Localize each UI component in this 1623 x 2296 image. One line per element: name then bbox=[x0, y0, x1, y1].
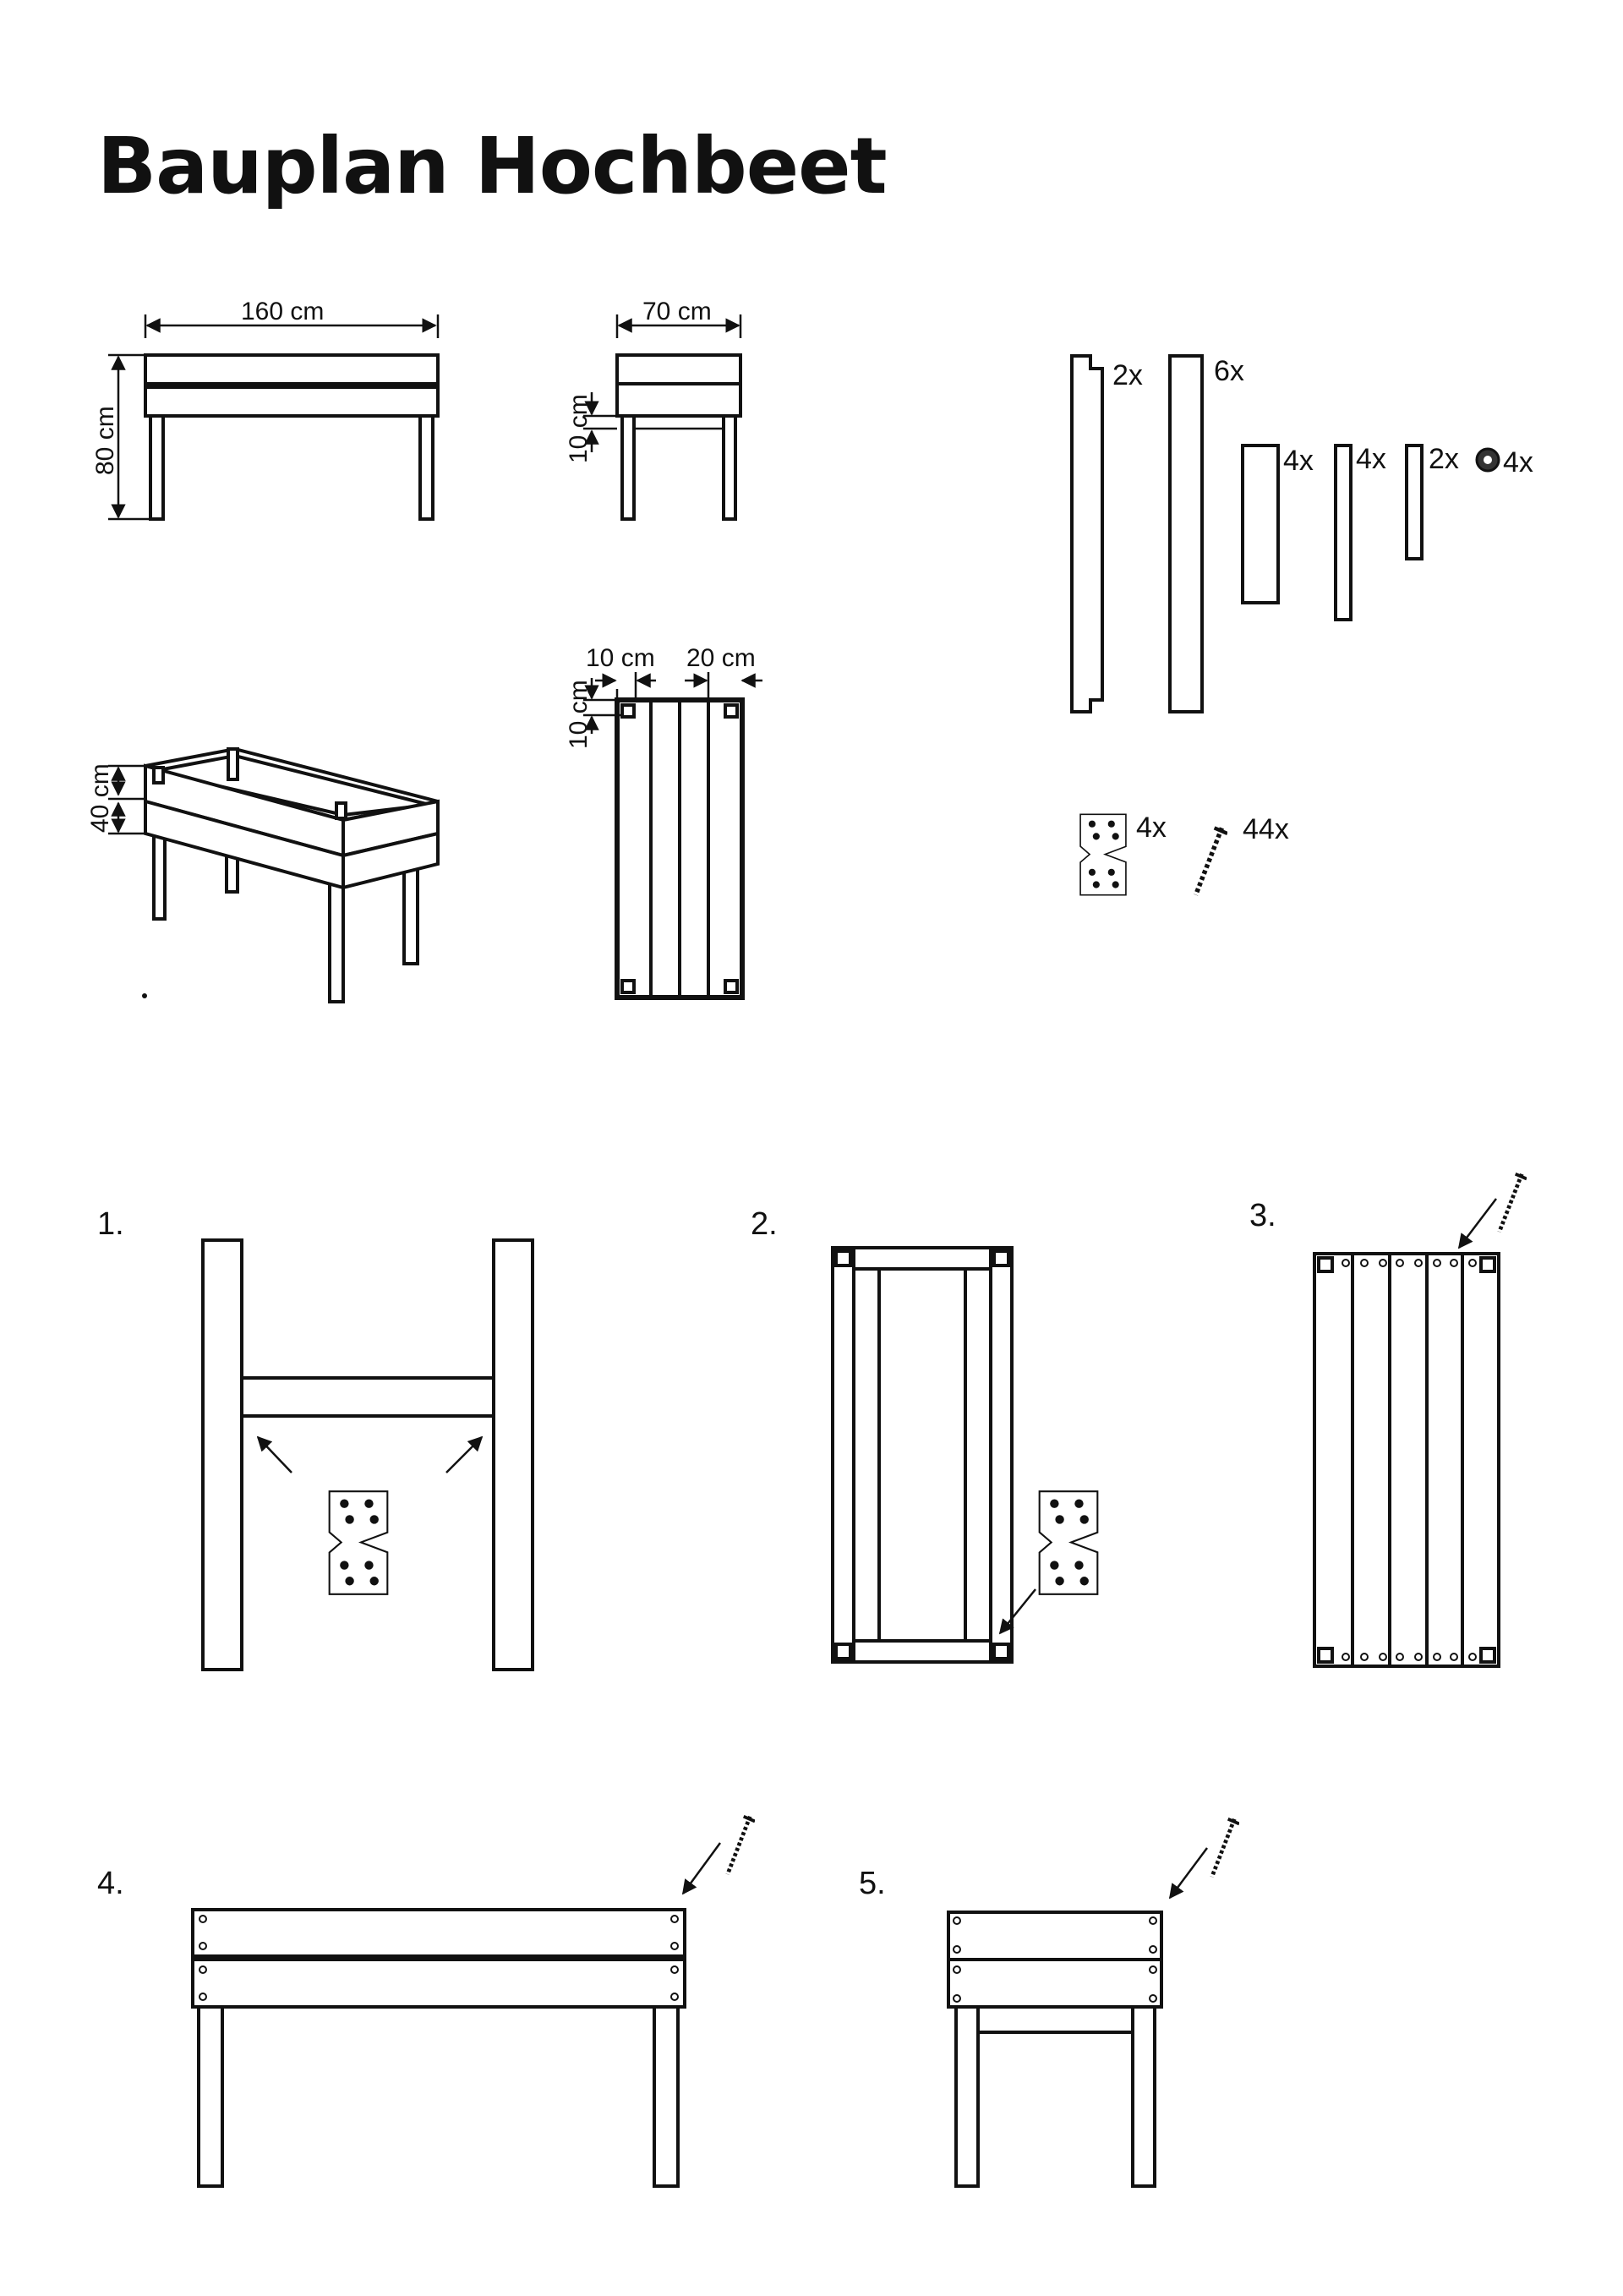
page-title: Bauplan Hochbeet bbox=[97, 121, 887, 211]
step-4: 4. bbox=[97, 1817, 755, 2188]
top-plan-view: 10 cm 20 cm 10 cm bbox=[565, 644, 762, 1000]
screw-icon bbox=[1196, 828, 1227, 894]
part-quantity: 4x bbox=[1356, 443, 1386, 475]
width-label: 160 cm bbox=[241, 298, 324, 325]
screw-icon bbox=[1500, 1174, 1527, 1232]
step-3: 3. bbox=[1249, 1174, 1527, 1668]
box-height-label: 40 cm bbox=[86, 763, 114, 833]
crossbar-height-label: 10 cm bbox=[565, 394, 593, 463]
depth-label: 70 cm bbox=[642, 298, 712, 325]
angle-bracket-icon bbox=[1079, 813, 1127, 896]
screw-icon bbox=[1212, 1819, 1239, 1877]
step-number: 4. bbox=[97, 1866, 124, 1901]
part-quantity: 4x bbox=[1503, 446, 1533, 478]
hardware-list: 4x 44x bbox=[1079, 812, 1289, 896]
wheel-icon bbox=[1475, 447, 1500, 473]
side-view: 70 cm 10 cm bbox=[565, 298, 742, 521]
angle-bracket-icon bbox=[1041, 1492, 1097, 1594]
screw-icon bbox=[728, 1817, 755, 1874]
part-quantity: 2x bbox=[1429, 443, 1459, 475]
angle-bracket-icon bbox=[331, 1492, 387, 1594]
plan-offset-c-label: 10 cm bbox=[565, 680, 593, 749]
parts-list: 2x 6x 4x 4x 2x 4x bbox=[1070, 354, 1533, 713]
part-quantity: 4x bbox=[1283, 445, 1314, 477]
step-1: 1. bbox=[97, 1206, 534, 1671]
part-quantity: 6x bbox=[1214, 355, 1244, 387]
perspective-view: 40 cm bbox=[86, 746, 440, 1003]
step-number: 3. bbox=[1249, 1198, 1276, 1233]
hardware-quantity: 44x bbox=[1243, 813, 1289, 845]
height-label: 80 cm bbox=[91, 406, 119, 475]
step-5: 5. bbox=[859, 1819, 1239, 2188]
part-quantity: 2x bbox=[1112, 359, 1143, 391]
step-number: 1. bbox=[97, 1206, 124, 1242]
front-view: 160 cm 80 cm bbox=[91, 298, 440, 521]
step-number: 2. bbox=[751, 1206, 778, 1242]
step-2: 2. bbox=[751, 1206, 1097, 1664]
plan-offset-a-label: 10 cm bbox=[586, 644, 655, 672]
hardware-quantity: 4x bbox=[1136, 812, 1167, 844]
plan-offset-b-label: 20 cm bbox=[686, 644, 756, 672]
step-number: 5. bbox=[859, 1866, 886, 1901]
